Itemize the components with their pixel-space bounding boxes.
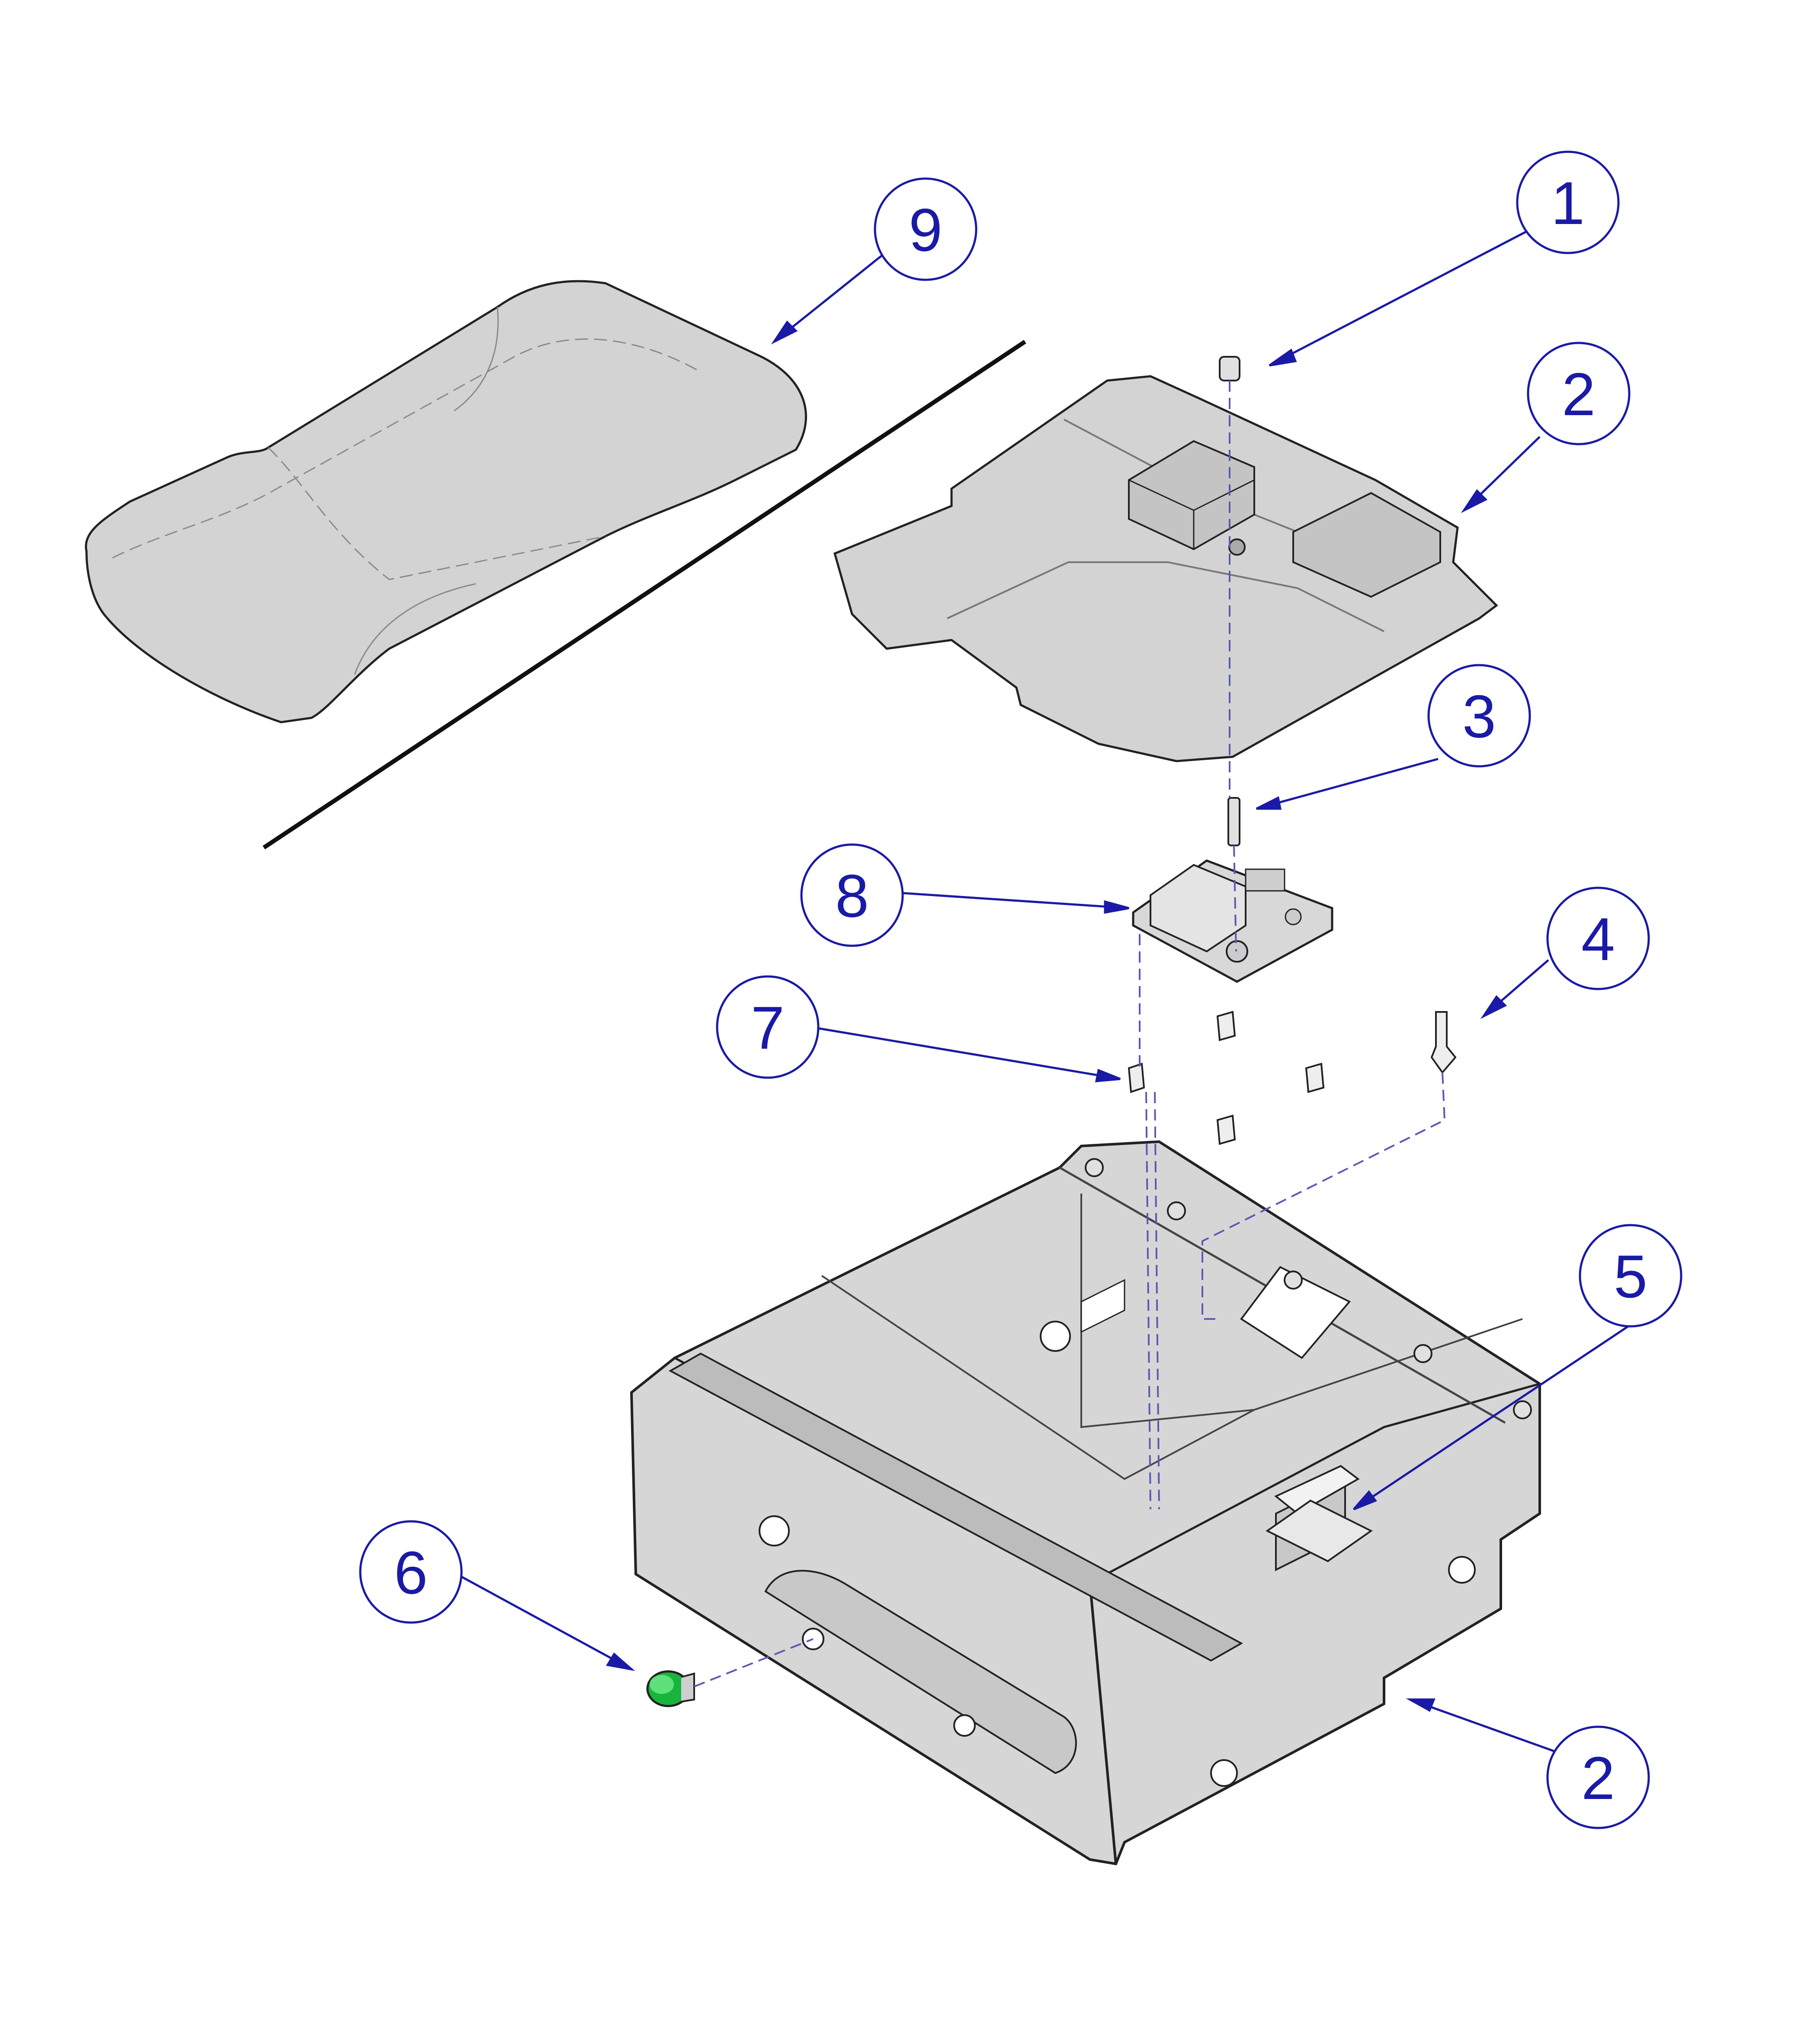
push-clip (1430, 1011, 1457, 1074)
cap (1219, 356, 1240, 381)
label-plate (1266, 1499, 1373, 1562)
callout-1: 1 (1516, 150, 1620, 254)
pcb-supports (1128, 1011, 1325, 1145)
callout-8-label: 8 (835, 862, 869, 930)
push-button (646, 1670, 695, 1707)
leader-lines (436, 230, 1640, 1753)
callout-2-bottom: 2 (1546, 1725, 1650, 1829)
callout-6: 6 (359, 1520, 463, 1624)
callout-7-label: 7 (751, 994, 785, 1062)
seat-cushion (85, 280, 807, 723)
callout-3: 3 (1427, 664, 1531, 768)
callout-5: 5 (1579, 1224, 1682, 1328)
callout-6-label: 6 (394, 1539, 428, 1607)
callout-9: 9 (874, 177, 977, 281)
callout-1-label: 1 (1551, 169, 1585, 237)
assembly-lines (694, 381, 1446, 1687)
standoff (1227, 797, 1240, 846)
callout-2-top: 2 (1527, 342, 1631, 445)
callout-2-top-label: 2 (1562, 360, 1596, 428)
control-board (1132, 859, 1333, 983)
callout-3-label: 3 (1462, 682, 1496, 750)
callout-2-bottom-label: 2 (1581, 1744, 1615, 1812)
callout-9-label: 9 (909, 196, 942, 264)
callout-8: 8 (800, 843, 904, 947)
callout-4: 4 (1546, 887, 1650, 990)
callout-7: 7 (716, 975, 820, 1079)
top-pan (833, 375, 1498, 762)
base-frame (630, 1140, 1541, 1866)
callout-5-label: 5 (1614, 1242, 1647, 1310)
view-divider (263, 339, 1026, 850)
callout-4-label: 4 (1581, 905, 1615, 973)
